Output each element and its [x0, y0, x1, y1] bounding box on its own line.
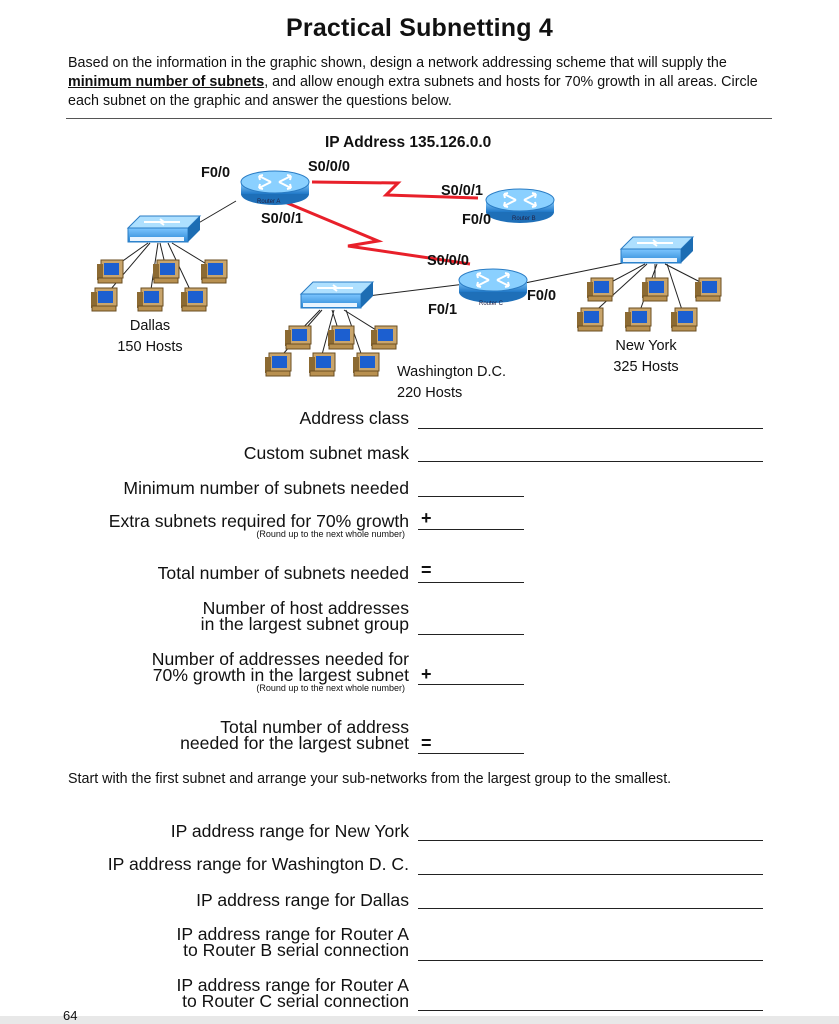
answer-line-range-newyork[interactable]: [418, 840, 763, 841]
q-range-ab-line2: to Router B serial connection: [183, 940, 409, 960]
plus-sign: +: [421, 508, 432, 528]
footer-band: [0, 1016, 839, 1024]
washington-label: Washington D.C. 220 Hosts: [397, 364, 506, 402]
plus-sign: +: [421, 664, 432, 684]
q-total-subnets: Total number of subnets needed: [157, 563, 409, 583]
equals-sign: =: [421, 560, 432, 580]
q-growth-line1: Number of addresses needed for: [151, 649, 409, 669]
pc-icon: [308, 352, 336, 377]
switch-newyork-icon: [620, 236, 694, 264]
pc-icon: [96, 259, 124, 284]
q-range-ab-line1: IP address range for Router A: [176, 924, 409, 944]
newyork-label: New York 325 Hosts: [598, 338, 694, 376]
q-extra-subnets: Extra subnets required for 70% growth (R…: [108, 511, 409, 539]
router-c-s000-label: S0/0/0: [427, 253, 469, 269]
pc-icon: [200, 259, 228, 284]
instructions-text-1: Based on the information in the graphic …: [68, 55, 727, 71]
pc-icon: [136, 287, 164, 312]
pc-icon: [152, 259, 180, 284]
round-note: (Round up to the next whole number): [256, 683, 405, 693]
pc-icon: [284, 325, 312, 350]
serial-link-ab: [311, 180, 479, 200]
network-diagram: [90, 170, 722, 377]
dallas-hosts: 150 Hosts: [117, 339, 183, 355]
pc-icon: [370, 325, 398, 350]
router-a-s001-label: S0/0/1: [261, 211, 303, 227]
pc-icon: [586, 277, 614, 302]
answer-line-custom-mask[interactable]: [418, 461, 763, 462]
ordering-instruction: Start with the first subnet and arrange …: [68, 771, 672, 787]
router-a-name: Router A: [257, 199, 281, 205]
pc-icon: [624, 307, 652, 332]
answer-line-host-addresses[interactable]: [418, 634, 524, 635]
router-c-name: Router C: [479, 301, 504, 307]
newyork-hosts: 325 Hosts: [613, 359, 679, 375]
q-range-router-ac: IP address range for Router A to Router …: [176, 975, 409, 1011]
answer-line-range-router-ac[interactable]: [418, 1010, 763, 1011]
instructions-text-2: , and allow enough extra subnets and hos…: [68, 74, 758, 109]
pc-icon: [641, 277, 669, 302]
switch-washington-icon: [300, 281, 374, 309]
pc-icon: [264, 352, 292, 377]
answer-line-range-dallas[interactable]: [418, 908, 763, 909]
pc-icon: [90, 287, 118, 312]
washington-name: Washington D.C.: [397, 364, 507, 380]
q-host-addresses-line2: in the largest subnet group: [200, 614, 409, 634]
q-host-addresses: Number of host addresses in the largest …: [200, 598, 409, 634]
instructions-emphasis: minimum number of subnets: [68, 74, 265, 90]
equals-sign: =: [421, 733, 432, 753]
q-growth-addresses: Number of addresses needed for 70% growt…: [151, 649, 409, 693]
q-range-newyork: IP address range for New York: [170, 821, 409, 841]
q-address-class: Address class: [299, 408, 409, 428]
pc-icon: [670, 307, 698, 332]
page-title: Practical Subnetting 4: [286, 14, 553, 42]
page-number: 64: [63, 1008, 78, 1023]
pc-icon: [180, 287, 208, 312]
answer-line-range-router-ab[interactable]: [418, 960, 763, 961]
q-total-addr-line1: Total number of address: [220, 717, 409, 737]
q-range-ac-line2: to Router C serial connection: [182, 991, 409, 1011]
washington-hosts: 220 Hosts: [397, 385, 463, 401]
q-range-washington: IP address range for Washington D. C.: [107, 854, 409, 874]
router-c-f00-label: F0/0: [527, 288, 557, 304]
q-custom-mask: Custom subnet mask: [243, 443, 409, 463]
q-min-subnets: Minimum number of subnets needed: [123, 478, 409, 498]
q-extra-subnets-text: Extra subnets required for 70% growth: [108, 511, 409, 531]
pc-icon: [694, 277, 722, 302]
pc-icon: [352, 352, 380, 377]
round-note: (Round up to the next whole number): [256, 529, 405, 539]
newyork-name: New York: [615, 338, 677, 354]
router-a-f00-label: F0/0: [201, 165, 231, 181]
answer-line-total-addresses[interactable]: [418, 753, 524, 754]
q-total-addr-line2: needed for the largest subnet: [180, 733, 409, 753]
answer-line-address-class[interactable]: [418, 428, 763, 429]
answer-line-growth[interactable]: [418, 684, 524, 685]
answer-line-min-subnets[interactable]: [418, 496, 524, 497]
answer-line-total-subnets[interactable]: [418, 582, 524, 583]
answer-line-range-washington[interactable]: [418, 874, 763, 875]
serial-link-ac: [279, 198, 471, 266]
pc-icon: [327, 325, 355, 350]
instructions: Based on the information in the graphic …: [68, 54, 788, 111]
router-b-name: Router B: [512, 216, 536, 222]
q-growth-line2: 70% growth in the largest subnet: [152, 665, 409, 685]
q-range-ac-line1: IP address range for Router A: [176, 975, 409, 995]
divider: [66, 118, 772, 119]
dallas-name: Dallas: [129, 318, 171, 334]
router-a-s000-label: S0/0/0: [308, 159, 350, 175]
router-b-s001-label: S0/0/1: [441, 183, 483, 199]
q-host-addresses-line1: Number of host addresses: [202, 598, 409, 618]
ip-address-label: IP Address 135.126.0.0: [325, 134, 492, 151]
q-range-router-ab: IP address range for Router A to Router …: [176, 924, 409, 960]
q-total-addresses: Total number of address needed for the l…: [180, 717, 409, 753]
dallas-label: Dallas 150 Hosts: [110, 318, 190, 356]
q-range-dallas: IP address range for Dallas: [196, 890, 409, 910]
answer-line-extra-subnets[interactable]: [418, 529, 524, 530]
router-c-f01-label: F0/1: [428, 302, 458, 318]
pc-icon: [576, 307, 604, 332]
switch-dallas-icon: [127, 215, 201, 243]
router-b-f00-label: F0/0: [462, 212, 492, 228]
